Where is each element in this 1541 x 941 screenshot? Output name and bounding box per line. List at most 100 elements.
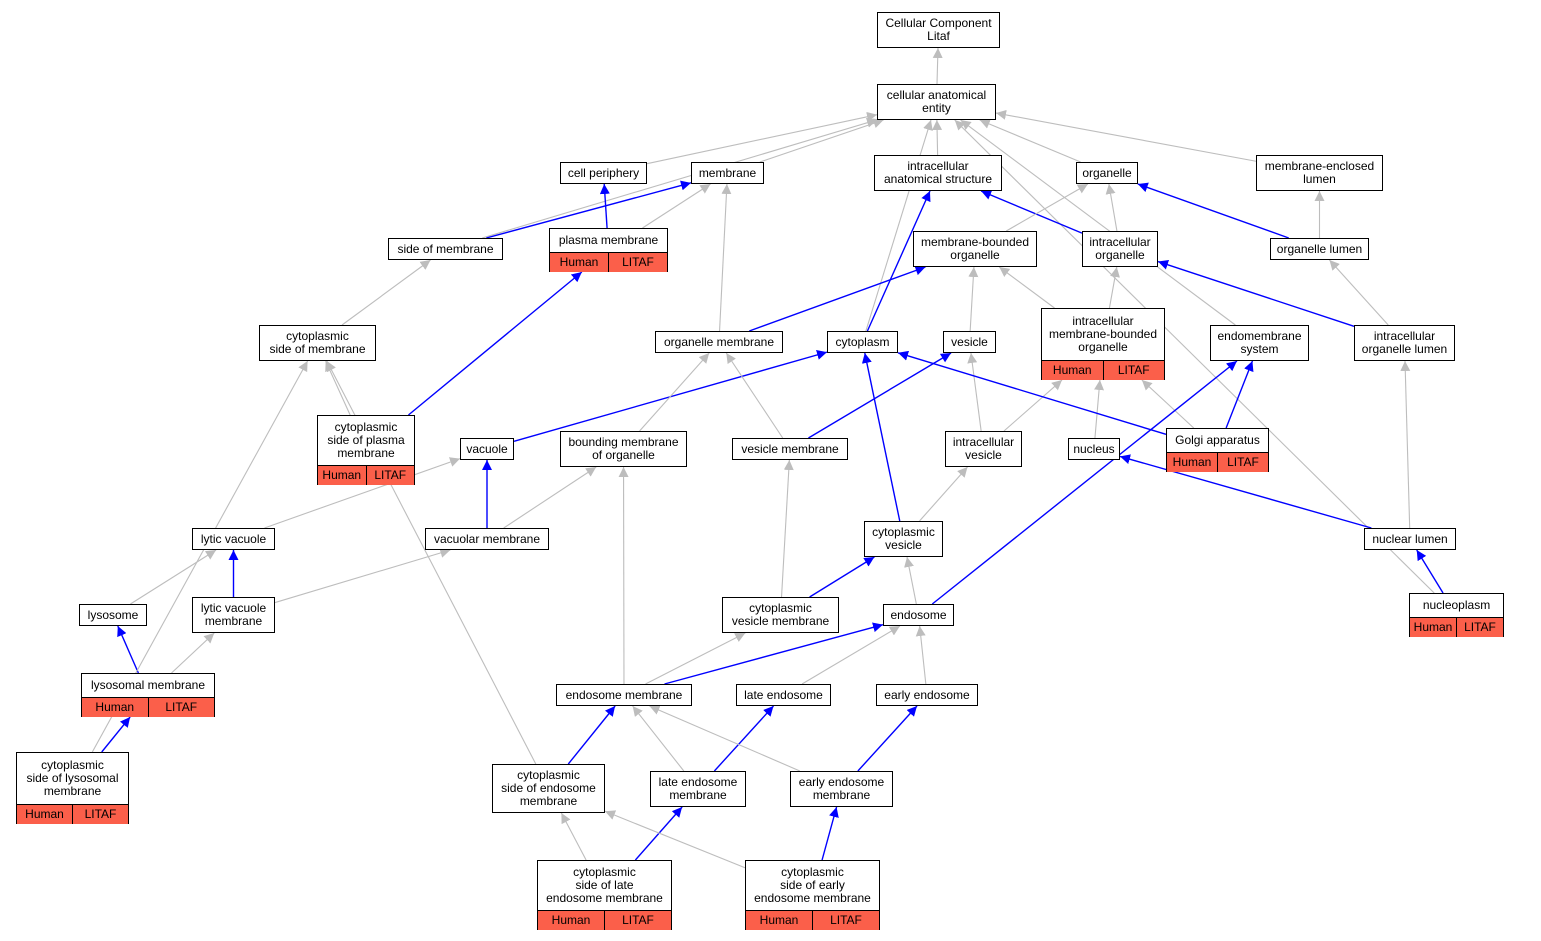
edge-part-of-iol-to-intracellular_organelle bbox=[1157, 259, 1355, 327]
node-cytoplasm[interactable]: cytoplasm bbox=[827, 331, 898, 353]
edge-is-a-ias-to-cae bbox=[932, 119, 943, 156]
species-annotation: Human bbox=[1172, 455, 1212, 469]
edge-is-a-nucleoplasm-to-cae bbox=[954, 119, 1435, 594]
node-vesicle[interactable]: vesicle bbox=[943, 331, 996, 353]
edge-is-a-endomembrane-to-cae bbox=[960, 119, 1236, 326]
species-annotation: Human bbox=[25, 807, 64, 821]
node-label: vacuolar membrane bbox=[433, 531, 541, 546]
node-cell-periphery[interactable]: cell periphery bbox=[560, 162, 647, 184]
edge-is-a-early_endosome_membrane-to-endosome_membrane bbox=[649, 705, 801, 772]
edge-part-of-nucleoplasm-to-nuclear_lumen bbox=[1416, 549, 1444, 594]
edge-part-of-late_endosome_membrane-to-late_endosome bbox=[713, 705, 775, 772]
edge-part-of-cyto_vesicle-to-cytoplasm bbox=[861, 352, 901, 522]
edge-is-a-iol-to-organelle_lumen bbox=[1329, 259, 1389, 326]
node-label: side of membrane bbox=[397, 241, 494, 256]
node-label: organelle membrane bbox=[663, 334, 775, 349]
edge-is-a-imbo-to-mbo bbox=[998, 266, 1055, 309]
node-label: lysosomal membrane bbox=[90, 678, 206, 692]
edge-part-of-cyto_side_lysosomal-to-lysosomal_membrane bbox=[101, 716, 131, 753]
node-label: cell periphery bbox=[567, 165, 640, 180]
node-side-of-membrane[interactable]: side of membrane bbox=[388, 238, 503, 260]
node-early-endosome[interactable]: early endosome bbox=[876, 684, 978, 706]
species-annotation: Human bbox=[759, 913, 799, 927]
gene-annotation: LITAF bbox=[1102, 361, 1165, 380]
edge-is-a-lytic_vacuole_membrane-to-vacuolar_membrane bbox=[274, 548, 451, 604]
edge-part-of-golgi-to-cytoplasm bbox=[897, 350, 1167, 436]
edge-is-a-cyto_vesicle_membrane-to-vesicle_membrane bbox=[780, 459, 794, 598]
edge-is-a-early_endosome-to-endosome bbox=[915, 625, 927, 685]
gene-annotation: LITAF bbox=[604, 911, 671, 930]
edge-part-of-endosome-to-endomembrane bbox=[931, 360, 1238, 605]
edge-part-of-plasma_membrane-to-cell_periphery bbox=[599, 183, 610, 229]
node-lysosome[interactable]: lysosome bbox=[79, 604, 147, 626]
species-annotation: Human bbox=[1413, 620, 1453, 634]
node-label: endosome membrane bbox=[565, 687, 683, 702]
node-organelle-lumen[interactable]: organelle lumen bbox=[1270, 238, 1369, 260]
node-vacuole[interactable]: vacuole bbox=[460, 438, 514, 460]
node-organelle[interactable]: organelle bbox=[1076, 162, 1138, 184]
node-endosome[interactable]: endosome bbox=[883, 604, 954, 626]
edge-part-of-lysosomal_membrane-to-lysosome bbox=[117, 625, 140, 674]
node-label: lysosome bbox=[87, 607, 139, 622]
edge-part-of-endosome_membrane-to-endosome bbox=[664, 622, 884, 685]
node-membrane[interactable]: membrane bbox=[691, 162, 764, 184]
node-organelle-membrane[interactable]: organelle membrane bbox=[655, 331, 783, 353]
edge-is-a-endosome-to-cyto_vesicle bbox=[904, 556, 917, 605]
edge-part-of-nuclear_lumen-to-nucleus bbox=[1119, 454, 1372, 529]
edge-is-a-lytic_vacuole-to-vacuole bbox=[264, 457, 461, 529]
node-nucleus[interactable]: nucleus bbox=[1068, 438, 1120, 460]
edge-part-of-golgi-to-endomembrane bbox=[1225, 360, 1254, 429]
node-vesicle-membrane[interactable]: vesicle membrane bbox=[732, 438, 848, 460]
node-label: vesicle bbox=[951, 334, 988, 349]
node-endosome-membrane[interactable]: endosome membrane bbox=[556, 684, 692, 706]
edge-is-a-nuclear_lumen-to-iol bbox=[1400, 360, 1411, 529]
node-vacuolar-membrane[interactable]: vacuolar membrane bbox=[425, 528, 549, 550]
edge-is-a-late_endosome_membrane-to-endosome_membrane bbox=[632, 705, 685, 772]
node-late-endosome[interactable]: late endosome bbox=[736, 684, 831, 706]
node-nuclear-lumen[interactable]: nuclear lumen bbox=[1364, 528, 1456, 550]
node-lytic-vacuole[interactable]: lytic vacuole bbox=[192, 528, 275, 550]
edge-part-of-organelle_lumen-to-organelle bbox=[1137, 182, 1289, 239]
edge-is-a-mel-to-cae bbox=[995, 109, 1257, 162]
edge-part-of-cyto_side_pm-to-plasma_membrane bbox=[407, 271, 583, 416]
